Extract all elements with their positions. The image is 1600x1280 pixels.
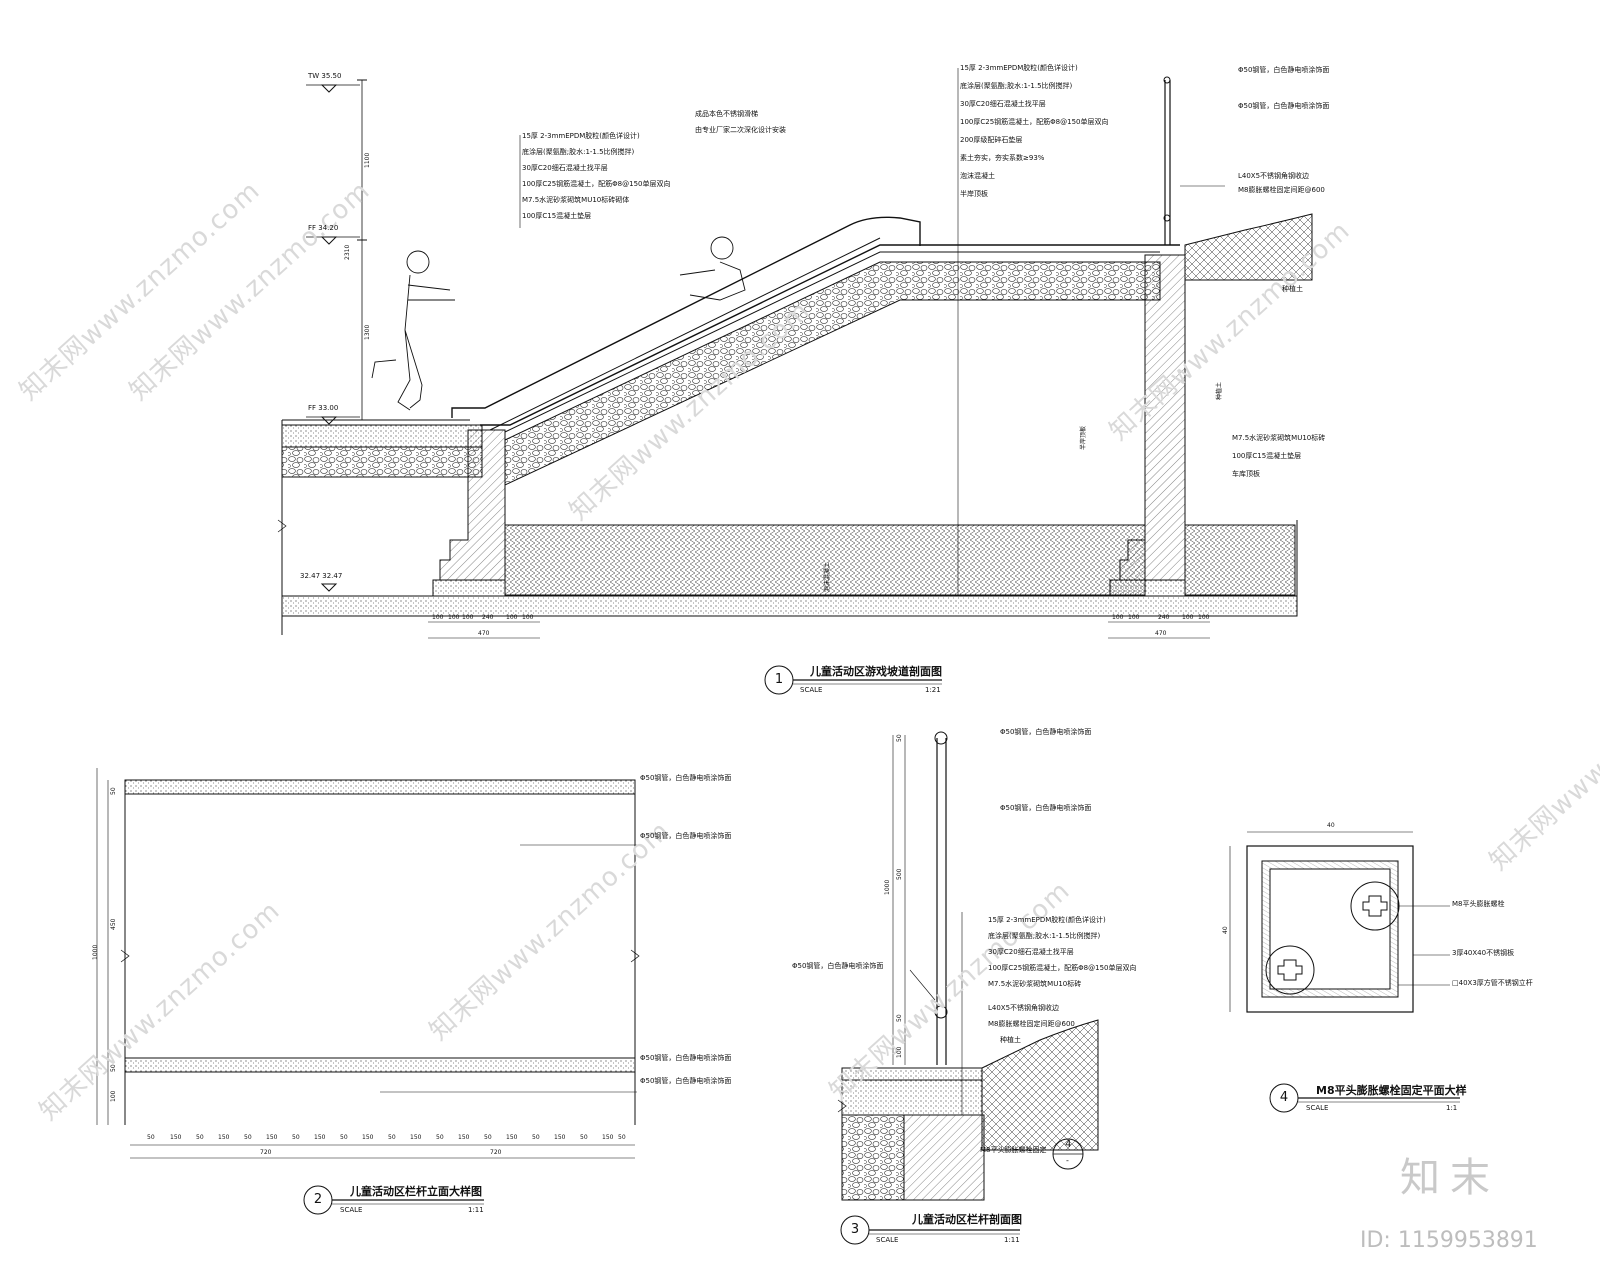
- callout: Φ50钢管，白色静电喷涂饰面: [640, 832, 732, 840]
- callout: L40X5不锈钢角钢收边: [1238, 172, 1310, 180]
- callout: 种植土: [1000, 1036, 1021, 1044]
- callout: Φ50钢管，白色静电喷涂饰面: [1000, 804, 1092, 812]
- callout: Φ50钢管，白色静电喷涂饰面: [640, 1054, 732, 1062]
- elevation-ff1: FF 34.20: [308, 224, 339, 232]
- callout: 100厚C25钢筋混凝土，配筋Φ8@150单层双向: [960, 118, 1109, 126]
- slide-note: 由专业厂家二次深化设计安装: [695, 126, 786, 134]
- callout: M8平头膨胀螺栓: [1452, 900, 1505, 908]
- dim-vertical: 1100: [364, 152, 371, 168]
- vertical-label: 半岸顶板: [1080, 425, 1087, 450]
- callout: M7.5水泥砂浆砌筑MU10标砖: [1232, 434, 1326, 442]
- figure4-plan: [1229, 831, 1450, 1013]
- figure1-section: [277, 68, 1313, 639]
- callout: 泡沫混凝土: [960, 172, 995, 180]
- callout: 底涂层(聚氨酯;胶水:1-1.5比例搅拌): [522, 148, 635, 156]
- figure2-elevation: [96, 768, 640, 1159]
- brand-logo: 知末: [1400, 1155, 1500, 1201]
- callout: M7.5水泥砂浆砌筑MU10标砖砌体: [522, 196, 630, 204]
- callout: 100厚C25钢筋混凝土，配筋Φ8@150单层双向: [988, 964, 1137, 972]
- callout: Φ50钢管，白色静电喷涂饰面: [640, 774, 732, 782]
- callout: 15厚 2-3mmEPDM胶粒(颜色详设计): [522, 132, 640, 140]
- callout: M7.5水泥砂浆砌筑MU10标砖: [988, 980, 1082, 988]
- callout: 100厚C15混凝土垫层: [522, 212, 592, 220]
- figure4-scale-label: SCALE: [1306, 1104, 1329, 1112]
- figure4-dim-top: 40: [1327, 822, 1335, 829]
- figure3-scale-label: SCALE: [876, 1236, 899, 1244]
- image-id-label: ID: 1159953891: [1360, 1228, 1538, 1253]
- figure3-scale-value: 1:11: [1004, 1236, 1020, 1244]
- figure1-number: 1: [774, 672, 784, 687]
- callout: Φ50钢管，白色静电喷涂饰面: [1238, 102, 1330, 110]
- callout: □40X3厚方管不锈钢立杆: [1452, 979, 1533, 987]
- figure4-number: 4: [1279, 1090, 1289, 1105]
- figure4-dim-left: 40: [1222, 926, 1229, 934]
- figure2-scale-label: SCALE: [340, 1206, 363, 1214]
- figure3-ref-sub: -: [1066, 1156, 1069, 1165]
- callout: 15厚 2-3mmEPDM胶粒(颜色详设计): [960, 64, 1078, 72]
- callout: 底涂层(聚氨酯;胶水:1-1.5比例搅拌): [960, 82, 1073, 90]
- figure4-scale-value: 1:1: [1446, 1104, 1458, 1112]
- figure2-title: 儿童活动区栏杆立面大样图: [350, 1185, 482, 1198]
- elevation-tw: TW 35.50: [308, 72, 342, 80]
- elevation-ff2: FF 33.00: [308, 404, 339, 412]
- dim-vertical: 1300: [364, 324, 371, 340]
- figure1-scale-label: SCALE: [800, 686, 823, 694]
- callout: M8平头膨胀螺栓固定: [980, 1146, 1047, 1154]
- callout: L40X5不锈钢角钢收边: [988, 1004, 1060, 1012]
- dim-vertical: 2310: [344, 244, 351, 260]
- callout: M8膨胀螺栓固定间距@600: [1238, 186, 1325, 194]
- vertical-label: 种植土: [1216, 381, 1223, 400]
- slide-note: 成品本色不锈钢滑梯: [695, 110, 758, 118]
- callout: 3厚40X40不锈钢板: [1452, 949, 1515, 957]
- callout: 底涂层(聚氨酯;胶水:1-1.5比例搅拌): [988, 932, 1101, 940]
- callout: 30厚C20细石混凝土找平层: [988, 948, 1074, 956]
- callout: 半岸顶板: [960, 190, 988, 198]
- callout: 100厚C15混凝土垫层: [1232, 452, 1302, 460]
- callout: Φ50钢管，白色静电喷涂饰面: [640, 1077, 732, 1085]
- figure3-left-callout: Φ50钢管，白色静电喷涂饰面: [792, 962, 884, 970]
- elevation-bottom: 32.47 32.47: [300, 572, 343, 580]
- callout: 15厚 2-3mmEPDM胶粒(颜色详设计): [988, 916, 1106, 924]
- figure1-scale-value: 1:21: [925, 686, 941, 694]
- figure4-title: M8平头膨胀螺栓固定平面大样: [1316, 1084, 1467, 1097]
- callout: Φ50钢管，白色静电喷涂饰面: [1238, 66, 1330, 74]
- figure2-scale-value: 1:11: [468, 1206, 484, 1214]
- figure3-section: [837, 731, 1099, 1201]
- callout: 素土夯实，夯实系数≥93%: [960, 154, 1045, 162]
- callout: 100厚C25钢筋混凝土，配筋Φ8@150单层双向: [522, 180, 671, 188]
- figure3-ref-number: 4: [1065, 1139, 1072, 1150]
- vertical-label: 泡沫混凝土: [824, 561, 831, 592]
- figure3-number: 3: [850, 1222, 860, 1237]
- callout: Φ50钢管，白色静电喷涂饰面: [1000, 728, 1092, 736]
- callout: 30厚C20细石混凝土找平层: [960, 100, 1046, 108]
- callout: 种植土: [1282, 285, 1303, 293]
- figure2-number: 2: [313, 1192, 323, 1207]
- callout: 30厚C20细石混凝土找平层: [522, 164, 608, 172]
- callout: 车库顶板: [1232, 470, 1260, 478]
- figure3-title: 儿童活动区栏杆剖面图: [912, 1213, 1022, 1226]
- callout: 200厚级配碎石垫层: [960, 136, 1023, 144]
- callout: M8膨胀螺栓固定间距@600: [988, 1020, 1075, 1028]
- figure1-title: 儿童活动区游戏坡道剖面图: [810, 665, 942, 678]
